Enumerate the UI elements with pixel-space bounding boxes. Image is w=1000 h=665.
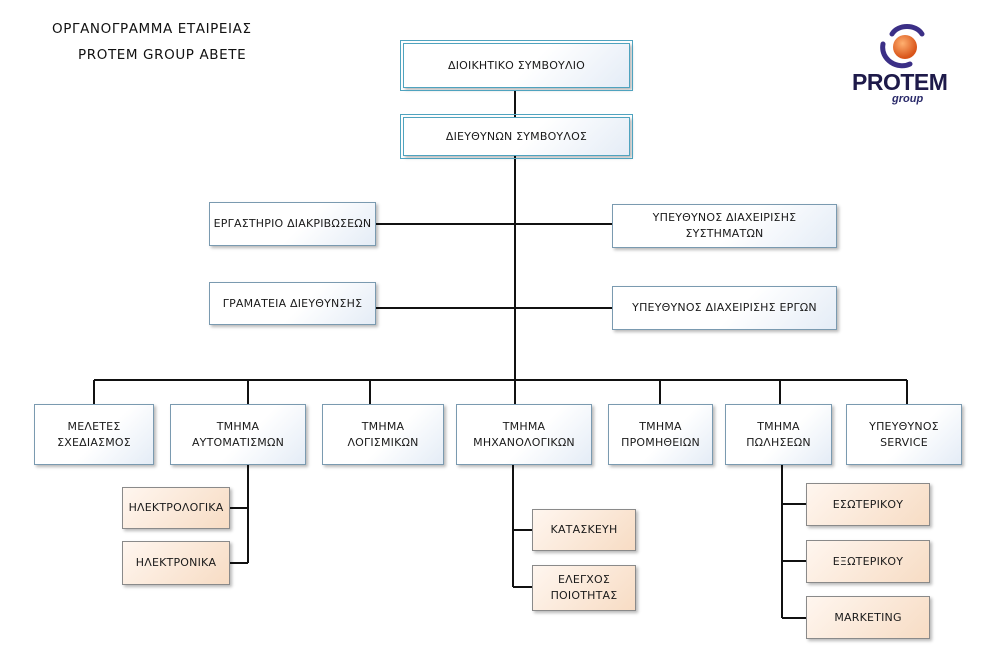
box-construction: ΚΑΤΑΣΚΕΥΗ <box>532 509 636 551</box>
box-service-manager: ΥΠΕΥΘΥΝΟΣ SERVICE <box>846 404 962 465</box>
box-domestic-sales: ΕΣΩΤΕΡΙΚΟΥ <box>806 483 930 526</box>
company-name: PROTEM GROUP ABETE <box>78 47 247 63</box>
box-mechanical-dept: ΤΜΗΜΑ ΜΗΧΑΝΟΛΟΓΙΚΩΝ <box>456 404 592 465</box>
box-automation-dept: ΤΜΗΜΑ ΑΥΤΟΜΑΤΙΣΜΩΝ <box>170 404 306 465</box>
protem-logo: PROTEM group <box>850 22 960 112</box>
box-export-sales: ΕΞΩΤΕΡΙΚΟΥ <box>806 540 930 583</box>
box-marketing: MARKETING <box>806 596 930 639</box>
box-ceo: ΔΙΕΥΘΥΝΩΝ ΣΥΜΒΟΥΛΟΣ <box>400 114 633 159</box>
box-procurement-dept: ΤΜΗΜΑ ΠΡΟΜΗΘΕΙΩΝ <box>608 404 713 465</box>
logo-tagline: group <box>892 93 924 105</box>
box-studies-design: ΜΕΛΕΤΕΣ ΣΧΕΔΙΑΣΜΟΣ <box>34 404 154 465</box>
box-electrical: ΗΛΕΚΤΡΟΛΟΓΙΚΑ <box>122 487 230 529</box>
box-quality-control: ΕΛΕΓΧΟΣ ΠΟΙΟΤΗΤΑΣ <box>532 565 636 611</box>
box-software-dept: ΤΜΗΜΑ ΛΟΓΙΣΜΙΚΩΝ <box>322 404 444 465</box>
box-systems-manager: ΥΠΕΥΘΥΝΟΣ ΔΙΑΧΕΙΡΙΣΗΣ ΣΥΣΤΗΜΑΤΩΝ <box>612 204 837 248</box>
logo-wordmark: PROTEM <box>852 69 948 95</box>
box-electronics: ΗΛΕΚΤΡΟΝΙΚΑ <box>122 541 230 585</box>
chart-title: ΟΡΓΑΝΟΓΡΑΜΜΑ ΕΤΑΙΡΕΙΑΣ <box>52 21 252 37</box>
box-secretariat: ΓΡΑΜΑΤΕΙΑ ΔΙΕΥΘΥΝΣΗΣ <box>209 282 376 325</box>
box-board-of-directors: ΔΙΟΙΚΗΤΙΚΟ ΣΥΜΒΟΥΛΙΟ <box>400 40 633 91</box>
box-projects-manager: ΥΠΕΥΘΥΝΟΣ ΔΙΑΧΕΙΡΙΣΗΣ ΕΡΓΩΝ <box>612 286 837 330</box>
box-sales-dept: ΤΜΗΜΑ ΠΩΛΗΣΕΩΝ <box>725 404 832 465</box>
box-calibration-lab: ΕΡΓΑΣΤΗΡΙΟ ΔΙΑΚΡΙΒΩΣΕΩΝ <box>209 202 376 246</box>
logo-mark-icon <box>880 24 925 69</box>
